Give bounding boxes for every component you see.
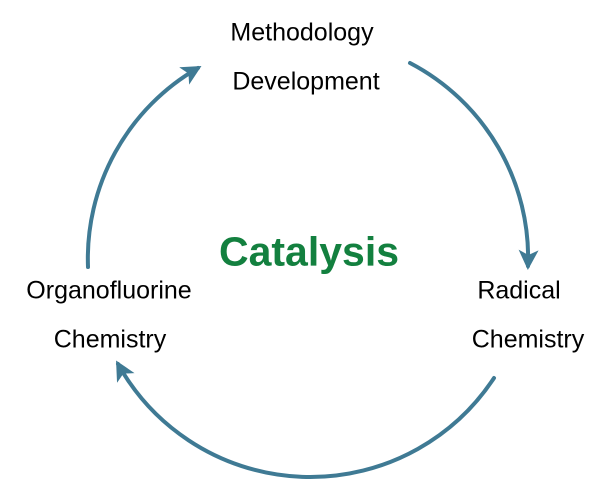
arrow-radical-to-organofluorine	[116, 360, 496, 480]
node-organofluorine-line2: Chemistry	[53, 325, 167, 354]
node-organofluorine-line1: Organofluorine	[26, 276, 192, 305]
node-methodology-line1: Methodology	[230, 18, 374, 47]
node-radical-line2: Chemistry	[471, 325, 585, 354]
arrow-organofluorine-to-methodology	[85, 66, 202, 269]
node-radical-line1: Radical	[477, 276, 561, 305]
node-methodology-line2: Development	[232, 67, 380, 96]
center-label: Catalysis	[218, 228, 400, 275]
arrow-methodology-to-radical	[408, 61, 539, 270]
